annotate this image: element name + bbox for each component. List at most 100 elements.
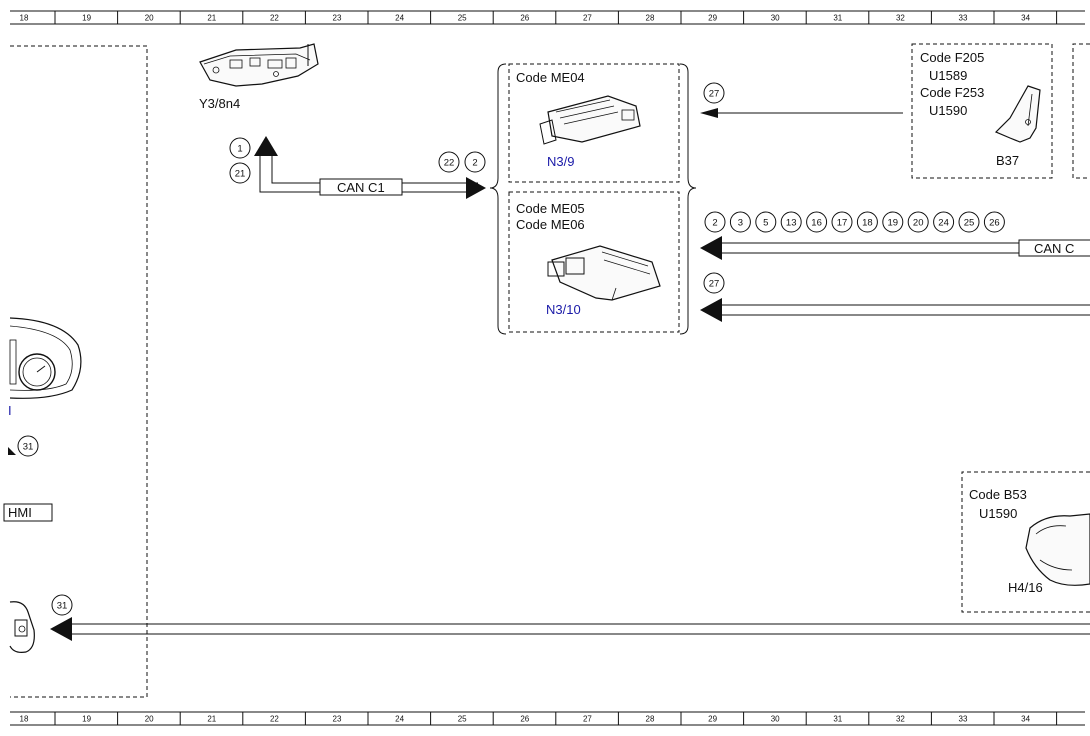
y3-8n4-label: Y3/8n4 — [199, 96, 240, 111]
bus-ref-number: 24 — [938, 218, 949, 229]
top-ruler-number: 30 — [771, 14, 780, 23]
b37-label: B37 — [996, 153, 1019, 168]
bus-ref-circle — [933, 211, 955, 233]
bus-ref-circle — [831, 211, 853, 233]
ecu-group-bracket-left — [489, 63, 507, 335]
h4-16-label: H4/16 — [1008, 580, 1043, 595]
n3-9-ecu-image — [539, 95, 641, 145]
bottom-ruler-number: 28 — [646, 715, 655, 724]
svg-text:22: 22 — [444, 158, 455, 169]
ref-31-left: 31 — [17, 435, 39, 457]
svg-text:31: 31 — [23, 442, 34, 453]
n3-10-box — [508, 191, 680, 333]
top-ruler: 18 19 20 21 22 23 24 25 26 27 28 29 30 31 32 33 34 — [10, 10, 1085, 25]
ref-31-bottom: 31 — [51, 594, 73, 616]
ref-2-canc1: 2 — [464, 151, 486, 173]
top-ruler-number: 29 — [708, 14, 717, 23]
left-component-label: I — [8, 403, 12, 418]
b37-code-2: U1589 — [929, 68, 967, 83]
bus-ref-number: 20 — [913, 218, 924, 229]
svg-text:31: 31 — [57, 601, 68, 612]
b37-box — [911, 43, 1053, 179]
b37-pedal-image — [994, 85, 1041, 143]
n3-10-code-1: Code ME05 — [516, 201, 585, 216]
n3-9-code: Code ME04 — [516, 70, 585, 85]
top-ruler-number: 19 — [82, 14, 91, 23]
bottom-ruler-number: 20 — [145, 715, 154, 724]
n3-9-box — [508, 63, 680, 183]
svg-text:CAN C: CAN C — [1034, 241, 1074, 256]
can-c-bus-line: CAN C — [700, 236, 1090, 260]
svg-text:21: 21 — [235, 169, 246, 180]
top-ruler-number: 28 — [646, 14, 655, 23]
bus-ref-number: 19 — [888, 218, 899, 229]
bottom-ruler-number: 22 — [270, 715, 279, 724]
svg-text:CAN C1: CAN C1 — [337, 180, 385, 195]
bus-ref-circle — [958, 211, 980, 233]
instrument-cluster-image — [9, 317, 82, 399]
bottom-left-connector-image — [9, 601, 35, 653]
h4-16-image — [1025, 513, 1090, 586]
n3-10-label: N3/10 — [546, 302, 581, 317]
top-ruler-number: 34 — [1021, 14, 1030, 23]
h4-16-code-2: U1590 — [979, 506, 1017, 521]
bus-ref-circle — [806, 211, 828, 233]
ref-21: 21 — [229, 162, 251, 184]
b37-code-3: Code F253 — [920, 85, 984, 100]
svg-text:2: 2 — [472, 158, 477, 169]
bus-ref-circle — [882, 211, 904, 233]
b37-code-1: Code F205 — [920, 50, 984, 65]
top-ruler-number: 26 — [520, 14, 529, 23]
top-ruler-number: 24 — [395, 14, 404, 23]
bottom-long-line — [50, 617, 1090, 641]
b37-to-ecu-line — [700, 108, 903, 118]
top-ruler-number: 33 — [959, 14, 968, 23]
bus-ref-number: 18 — [862, 218, 873, 229]
bottom-ruler-number: 31 — [833, 715, 842, 724]
bus-ref-number: 5 — [763, 218, 768, 229]
bus-ref-number: 26 — [989, 218, 1000, 229]
bus-ref-number: 13 — [786, 218, 797, 229]
bus-ref-number: 2 — [712, 218, 717, 229]
top-ruler-number: 21 — [207, 14, 216, 23]
top-ruler-number: 18 — [20, 14, 29, 23]
left-arrow-head — [8, 447, 16, 455]
bottom-ruler-number: 34 — [1021, 715, 1030, 724]
ref-22: 22 — [438, 151, 460, 173]
top-ruler-number: 20 — [145, 14, 154, 23]
bottom-ruler-number: 24 — [395, 715, 404, 724]
bottom-ruler-number: 29 — [708, 715, 717, 724]
bottom-ruler-number: 18 — [20, 715, 29, 724]
top-ruler-number: 25 — [458, 14, 467, 23]
ref-27-lower: 27 — [703, 272, 725, 294]
n3-9-label: N3/9 — [547, 154, 574, 169]
h4-16-code-1: Code B53 — [969, 487, 1027, 502]
svg-text:27: 27 — [709, 279, 720, 290]
bus-ref-circle — [704, 211, 726, 233]
bus-ref-circle — [856, 211, 878, 233]
top-ruler-number: 31 — [833, 14, 842, 23]
n3-10-ecu-image — [547, 245, 661, 301]
h4-16-box — [961, 471, 1090, 613]
b37-code-4: U1590 — [929, 103, 967, 118]
right-edge-box — [1072, 43, 1090, 179]
top-ruler-number: 23 — [333, 14, 342, 23]
svg-text:27: 27 — [709, 89, 720, 100]
bus-ref-circle — [907, 211, 929, 233]
bus-ref-circle — [755, 211, 777, 233]
lower-line-to-n3-10 — [700, 298, 1090, 322]
bottom-ruler-number: 25 — [458, 715, 467, 724]
top-ruler-number: 22 — [270, 14, 279, 23]
top-ruler-number: 27 — [583, 14, 592, 23]
bus-ref-circle — [729, 211, 751, 233]
bus-ref-number: 3 — [738, 218, 743, 229]
bottom-ruler-number: 30 — [771, 715, 780, 724]
left-module-frame — [10, 45, 148, 698]
n3-10-code-2: Code ME06 — [516, 217, 585, 232]
bus-ref-circle — [780, 211, 802, 233]
y3-8n4-image — [199, 43, 319, 87]
bottom-ruler-number: 19 — [82, 715, 91, 724]
top-ruler-number: 32 — [896, 14, 905, 23]
